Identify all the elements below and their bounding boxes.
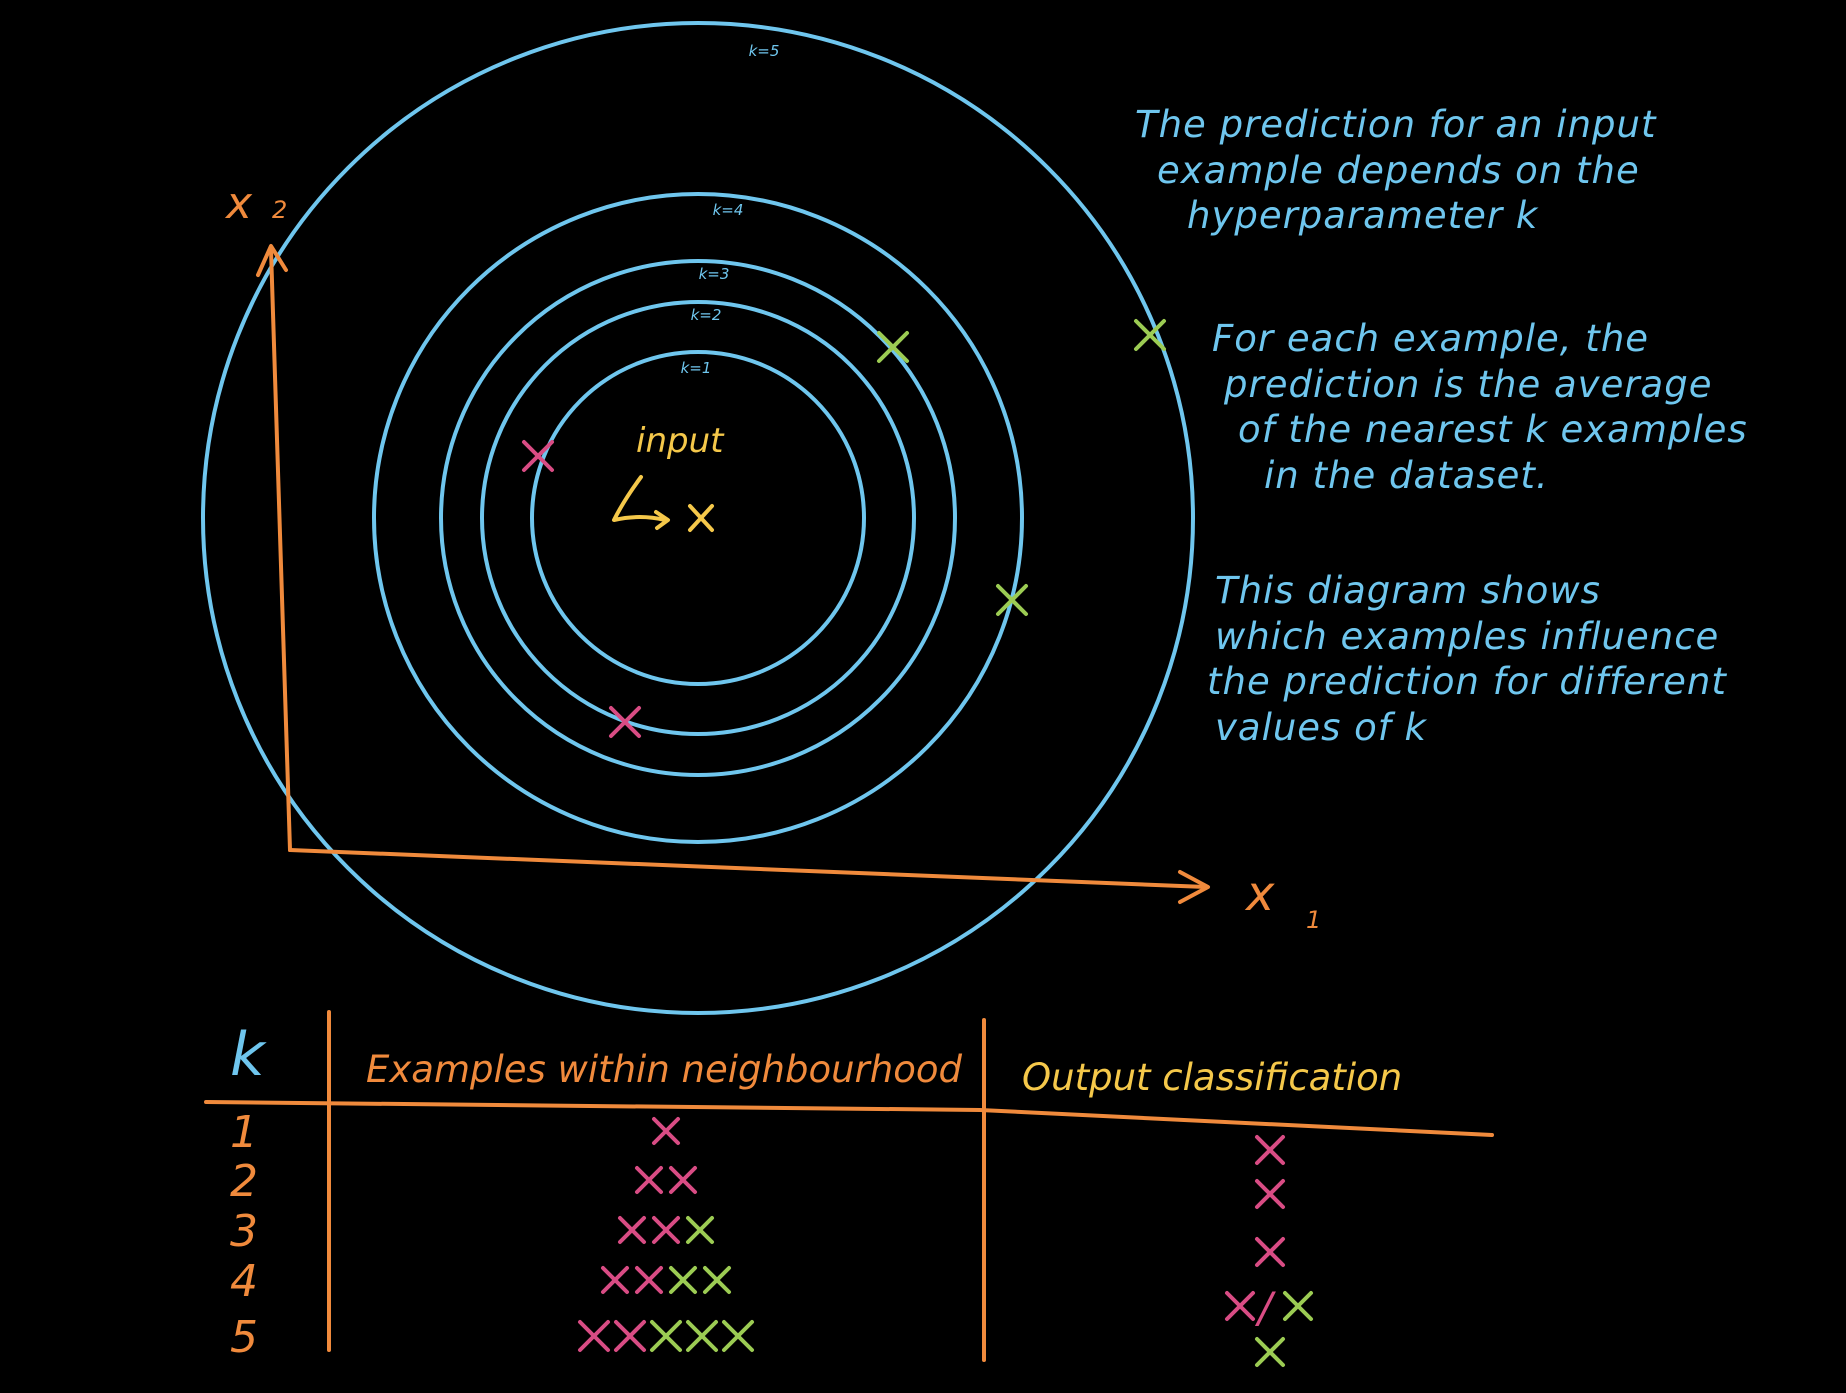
ring-k1 <box>530 350 866 686</box>
table-row-k-value: 3 <box>230 1206 258 1257</box>
x-axis-subscript: 1 <box>1306 906 1321 934</box>
table-example-cross-icon <box>618 1216 646 1244</box>
input-point: input <box>612 421 725 532</box>
input-pointer-arrow <box>612 475 670 530</box>
example-cross-icon <box>609 706 641 738</box>
table-output-separator: / <box>1254 1283 1276 1332</box>
table-row-k-value: 4 <box>230 1256 258 1307</box>
note-line: example depends on the <box>1157 148 1640 192</box>
note-line: prediction is the average <box>1224 362 1713 406</box>
y-axis-line <box>269 248 292 852</box>
ring-label-k4: k=4 <box>713 201 744 219</box>
note-diagram: This diagram shows which examples influe… <box>1207 568 1727 750</box>
note-average: For each example, the prediction is the … <box>1212 316 1748 498</box>
note-line: in the dataset. <box>1264 453 1549 497</box>
note-line: For each example, the <box>1212 317 1650 360</box>
table-example-cross-icon <box>669 1166 697 1194</box>
table-example-cross-icon <box>635 1266 663 1294</box>
table-header-k: k <box>230 1020 267 1090</box>
table-example-cross-icon <box>686 1216 714 1244</box>
ring-k3 <box>439 259 957 777</box>
ring-label-k5: k=5 <box>749 42 780 60</box>
table-row-k-value: 2 <box>230 1156 258 1207</box>
table-header-examples: Examples within neighbourhood <box>366 1048 962 1091</box>
y-axis-subscript: 2 <box>272 196 287 224</box>
table-example-cross-icon <box>635 1166 663 1194</box>
input-label: input <box>636 421 725 461</box>
table-example-cross-icon <box>722 1320 754 1352</box>
table-header-output: Output classification <box>1022 1056 1402 1099</box>
x-axis-line <box>288 848 1208 889</box>
neighbourhood-rings: k=5 k=4 k=3 k=2 k=1 <box>201 21 1195 1015</box>
ring-k5 <box>201 21 1195 1015</box>
table-output-cross-icon <box>1255 1237 1285 1267</box>
ring-label-k2: k=2 <box>691 306 722 324</box>
note-line: which examples influence <box>1215 614 1720 658</box>
x-axis-arrowhead <box>1178 870 1210 904</box>
y-axis-label: x <box>224 178 253 229</box>
table-row-k-value: 5 <box>230 1312 258 1363</box>
table-output-cross-icon <box>1255 1337 1285 1367</box>
example-cross-icon <box>996 584 1028 616</box>
table-example-cross-icon <box>614 1320 646 1352</box>
note-line: hyperparameter k <box>1187 194 1539 237</box>
dataset-examples <box>522 319 1166 738</box>
table-header-rule <box>204 1100 1494 1137</box>
table-row-k-value: 1 <box>230 1107 258 1158</box>
ring-k4 <box>372 192 1024 844</box>
note-line: This diagram shows <box>1215 569 1601 612</box>
table-example-cross-icon <box>601 1266 629 1294</box>
table-example-cross-icon <box>652 1117 680 1145</box>
table-example-cross-icon <box>578 1320 610 1352</box>
example-cross-icon <box>877 331 909 363</box>
k-table: k Examples within neighbourhood Output c… <box>204 1010 1494 1367</box>
input-cross-icon <box>688 504 714 532</box>
note-line: the prediction for different <box>1207 660 1727 703</box>
table-example-cross-icon <box>652 1216 680 1244</box>
ring-label-k1: k=1 <box>681 359 712 377</box>
example-cross-icon <box>522 440 554 472</box>
example-cross-icon <box>1134 319 1166 351</box>
x-axis-label: x <box>1244 866 1275 922</box>
ring-k2 <box>480 300 916 736</box>
table-output-cross-icon <box>1225 1291 1255 1321</box>
note-line: The prediction for an input <box>1135 103 1657 146</box>
table-example-cross-icon <box>703 1266 731 1294</box>
y-axis-arrowhead <box>256 244 288 277</box>
note-hyperparameter: The prediction for an input example depe… <box>1135 102 1656 239</box>
table-example-cross-icon <box>686 1320 718 1352</box>
table-output-cross-icon <box>1283 1291 1313 1321</box>
axes: x 2 x 1 <box>224 178 1321 934</box>
table-example-cross-icon <box>650 1320 682 1352</box>
table-output-cross-icon <box>1255 1179 1285 1209</box>
table-output-cross-icon <box>1255 1135 1285 1165</box>
note-line: values of k <box>1215 705 1427 749</box>
ring-label-k3: k=3 <box>699 265 730 283</box>
note-line: of the nearest k examples <box>1238 408 1748 451</box>
table-example-cross-icon <box>669 1266 697 1294</box>
